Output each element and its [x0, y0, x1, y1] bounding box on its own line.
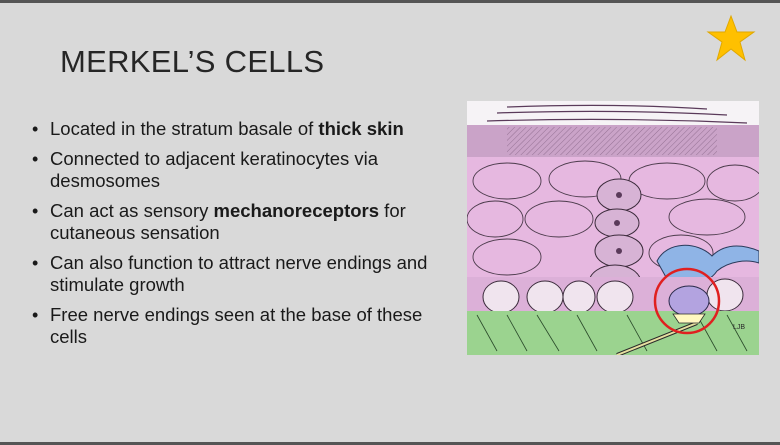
bullet-item: Connected to adjacent keratinocytes via …: [32, 148, 457, 192]
dermis: [467, 311, 759, 355]
star-icon: [706, 14, 756, 62]
highlight-circle: [653, 267, 721, 335]
bold-term: mechanoreceptors: [213, 200, 380, 221]
bullet-list: Located in the stratum basale of thick s…: [32, 118, 457, 356]
slide-title: MERKEL’S CELLS: [60, 44, 325, 79]
merkel-cell-illustration: LJB: [467, 101, 759, 355]
bullet-item: Can act as sensory mechanoreceptors for …: [32, 200, 457, 244]
slide-bottom-border: [0, 442, 780, 445]
bullet-item: Free nerve endings seen at the base of t…: [32, 304, 457, 348]
bullet-item: Located in the stratum basale of thick s…: [32, 118, 457, 140]
slide-top-border: [0, 0, 780, 3]
stratum-corneum: [486, 104, 748, 124]
keratin-hatching: [507, 127, 717, 155]
figure-signature: LJB: [733, 324, 745, 331]
basal-cells: [482, 278, 744, 314]
bullet-item: Can also function to attract nerve endin…: [32, 252, 457, 296]
nerve-ending-disc: [672, 313, 706, 324]
merkel-cell: [668, 285, 710, 317]
bold-term: thick skin: [318, 118, 404, 139]
